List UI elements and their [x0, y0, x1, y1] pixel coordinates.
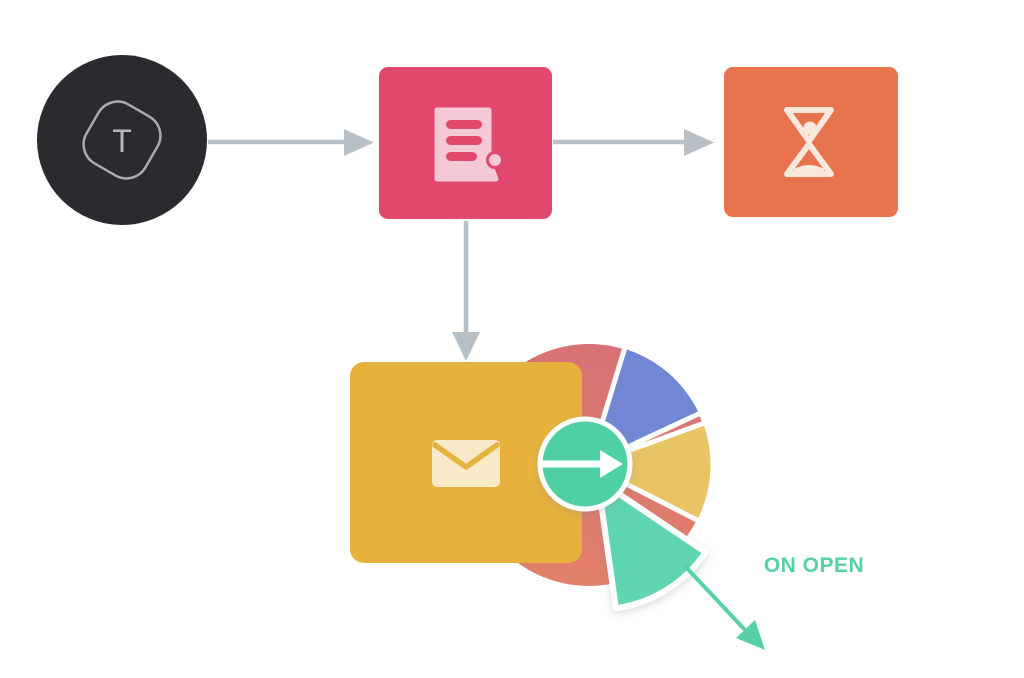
- connector-form-email: [452, 221, 480, 361]
- on-open-label: ON OPEN: [764, 554, 864, 577]
- on-open-arrow: [682, 563, 765, 650]
- document-dot: [486, 151, 504, 169]
- branch-line: [682, 563, 747, 632]
- trigger-node-circle[interactable]: [37, 55, 207, 225]
- hourglass-top: [784, 107, 834, 144]
- trigger-t-icon: T: [82, 100, 162, 180]
- pie-segment-teal-selected[interactable]: [594, 476, 709, 612]
- branch-arrowhead-icon: [736, 620, 765, 650]
- connector-arrowhead-icon: [684, 129, 714, 156]
- hourglass-sand-top: [803, 121, 817, 135]
- hourglass-icon: [784, 107, 834, 177]
- form-node[interactable]: [379, 67, 552, 219]
- connector-arrowhead-icon: [344, 129, 374, 156]
- pie-segment-yellow[interactable]: [586, 420, 716, 524]
- connector-form-delay: [553, 129, 714, 156]
- hourglass-sand-bottom: [794, 165, 824, 171]
- document-line: [446, 136, 482, 145]
- arrow-right-icon: [538, 450, 623, 478]
- connector-trigger-form: [208, 129, 374, 156]
- pie-center-button[interactable]: [537, 416, 633, 512]
- document-icon: [434, 107, 504, 182]
- document-line: [446, 120, 482, 129]
- email-node[interactable]: [350, 362, 582, 563]
- envelope-flap: [432, 442, 500, 470]
- hourglass-bottom: [784, 141, 834, 177]
- trigger-squircle-outline: [82, 100, 162, 180]
- connector-arrowhead-icon: [452, 332, 480, 361]
- trigger-node[interactable]: T: [37, 55, 207, 225]
- arrow-head: [600, 450, 623, 478]
- envelope-icon: [432, 440, 500, 487]
- trigger-letter: T: [112, 123, 132, 159]
- delay-node[interactable]: [724, 67, 898, 217]
- document-line: [446, 152, 477, 161]
